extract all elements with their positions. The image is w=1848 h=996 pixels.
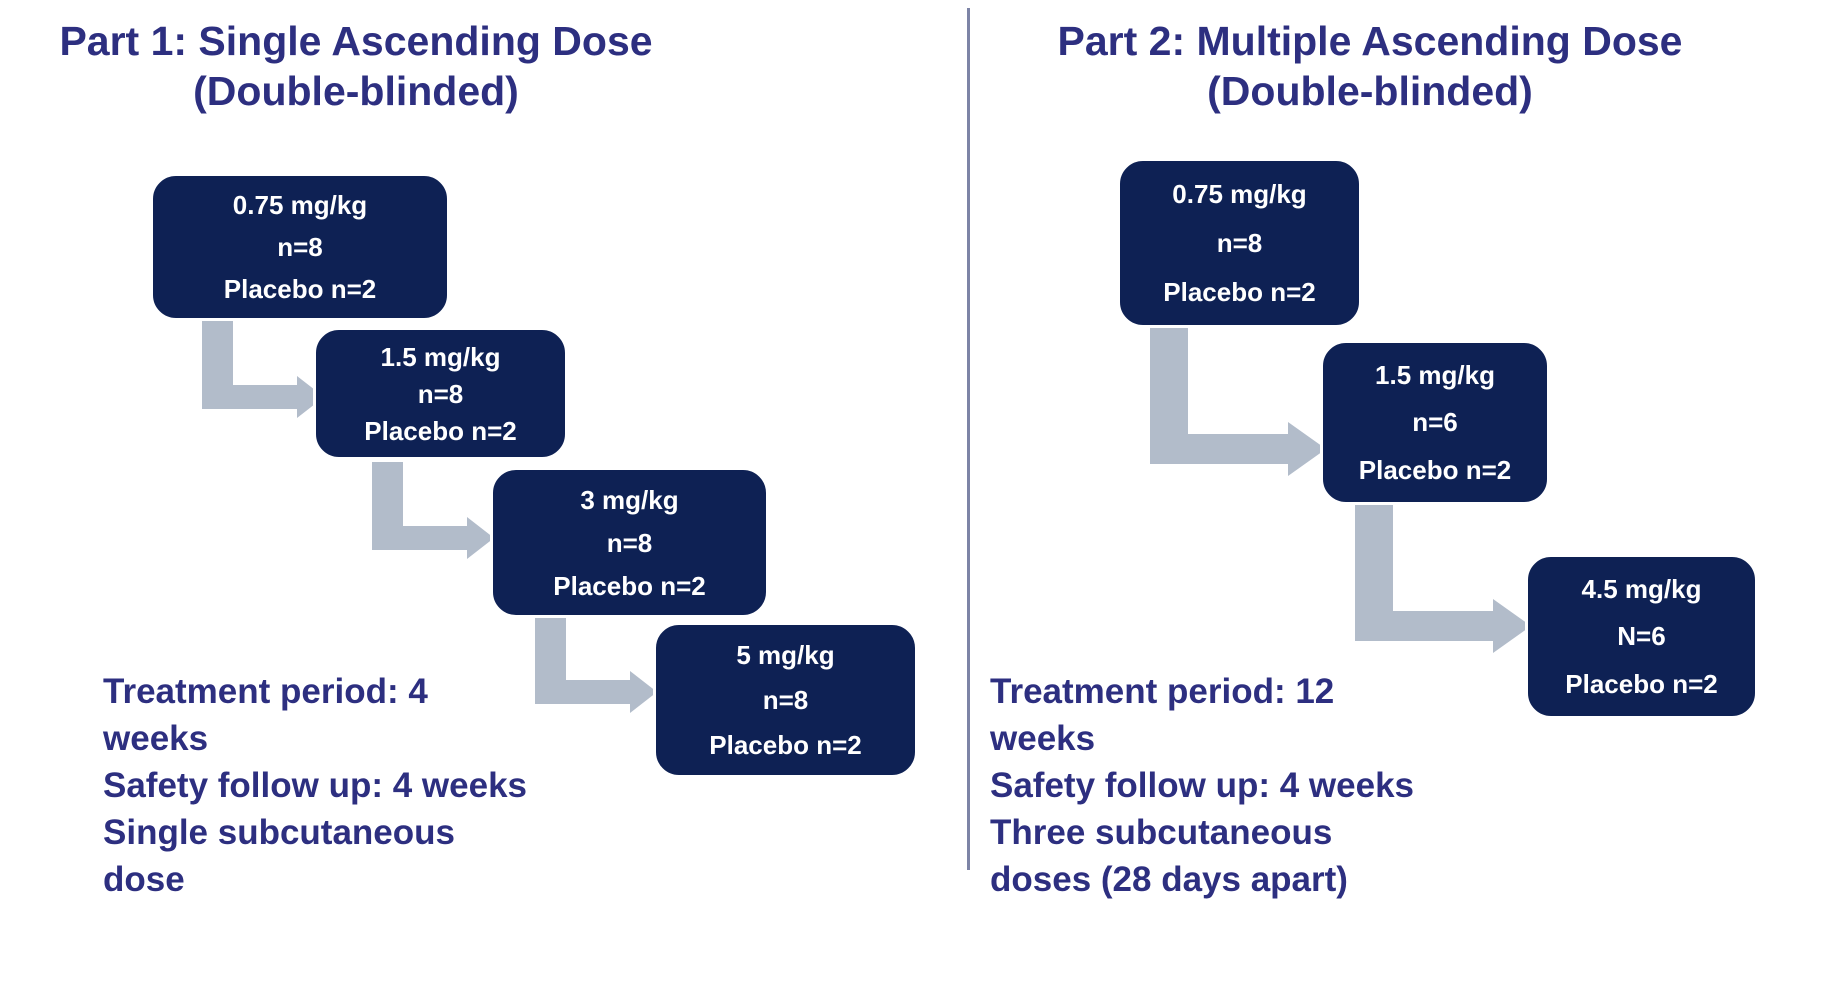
n-label: n=8 <box>762 684 809 715</box>
part2-title-line1: Part 2: Multiple Ascending Dose <box>1057 18 1683 64</box>
part1-title-line1: Part 1: Single Ascending Dose <box>59 18 653 64</box>
placebo-label: Placebo n=2 <box>709 729 862 760</box>
part2-dose-box-3: 4.5 mg/kg N=6 Placebo n=2 <box>1525 554 1758 719</box>
elbow-arrow-icon <box>1150 324 1326 476</box>
placebo-label: Placebo n=2 <box>223 274 377 304</box>
dose-label: 0.75 mg/kg <box>232 190 368 220</box>
panel-divider <box>967 8 970 870</box>
part2-dose-box-1: 0.75 mg/kg n=8 Placebo n=2 <box>1117 158 1362 328</box>
n-label: N=6 <box>1617 621 1666 652</box>
placebo-label: Placebo n=2 <box>553 570 706 601</box>
n-label: n=8 <box>277 232 323 262</box>
placebo-label: Placebo n=2 <box>1565 669 1718 700</box>
part2-title-line2: (Double-blinded) <box>1207 68 1533 114</box>
part2-dose-box-2: 1.5 mg/kg n=6 Placebo n=2 <box>1320 340 1550 505</box>
elbow-arrow-icon <box>1355 501 1531 653</box>
note-dosing: Single subcutaneous dose <box>103 813 455 899</box>
part1-dose-box-3: 3 mg/kg n=8 Placebo n=2 <box>490 467 769 618</box>
part2-title: Part 2: Multiple Ascending Dose (Double-… <box>1010 16 1730 116</box>
part1-title: Part 1: Single Ascending Dose (Double-bl… <box>0 16 712 116</box>
note-dosing: Three subcutaneous doses (28 days apart) <box>990 813 1348 899</box>
placebo-label: Placebo n=2 <box>1358 455 1512 486</box>
part1-title-line2: (Double-blinded) <box>193 68 519 114</box>
elbow-arrow-icon <box>202 321 324 418</box>
part1-dose-box-1: 0.75 mg/kg n=8 Placebo n=2 <box>150 173 450 321</box>
dose-label: 4.5 mg/kg <box>1581 573 1702 604</box>
part1-notes: Treatment period: 4 weeks Safety follow … <box>103 668 535 903</box>
dose-label: 1.5 mg/kg <box>1375 359 1495 390</box>
dose-label: 1.5 mg/kg <box>380 341 501 372</box>
elbow-arrow-icon <box>372 462 494 559</box>
n-label: n=8 <box>1216 227 1263 258</box>
part2-notes: Treatment period: 12 weeks Safety follow… <box>990 668 1430 903</box>
dose-label: 0.75 mg/kg <box>1172 178 1307 209</box>
placebo-label: Placebo n=2 <box>364 415 517 446</box>
dose-label: 5 mg/kg <box>736 640 835 671</box>
n-label: n=8 <box>606 527 653 558</box>
note-safety-followup: Safety follow up: 4 weeks <box>103 766 527 805</box>
n-label: n=6 <box>1412 407 1458 438</box>
placebo-label: Placebo n=2 <box>1163 277 1316 308</box>
note-treatment-period: Treatment period: 4 weeks <box>103 672 428 758</box>
part1-dose-box-4: 5 mg/kg n=8 Placebo n=2 <box>653 622 918 778</box>
dose-label: 3 mg/kg <box>580 484 679 515</box>
elbow-arrow-icon <box>535 616 657 713</box>
n-label: n=8 <box>417 378 464 409</box>
note-treatment-period: Treatment period: 12 weeks <box>990 672 1335 758</box>
note-safety-followup: Safety follow up: 4 weeks <box>990 766 1414 805</box>
part1-dose-box-2: 1.5 mg/kg n=8 Placebo n=2 <box>313 327 568 460</box>
